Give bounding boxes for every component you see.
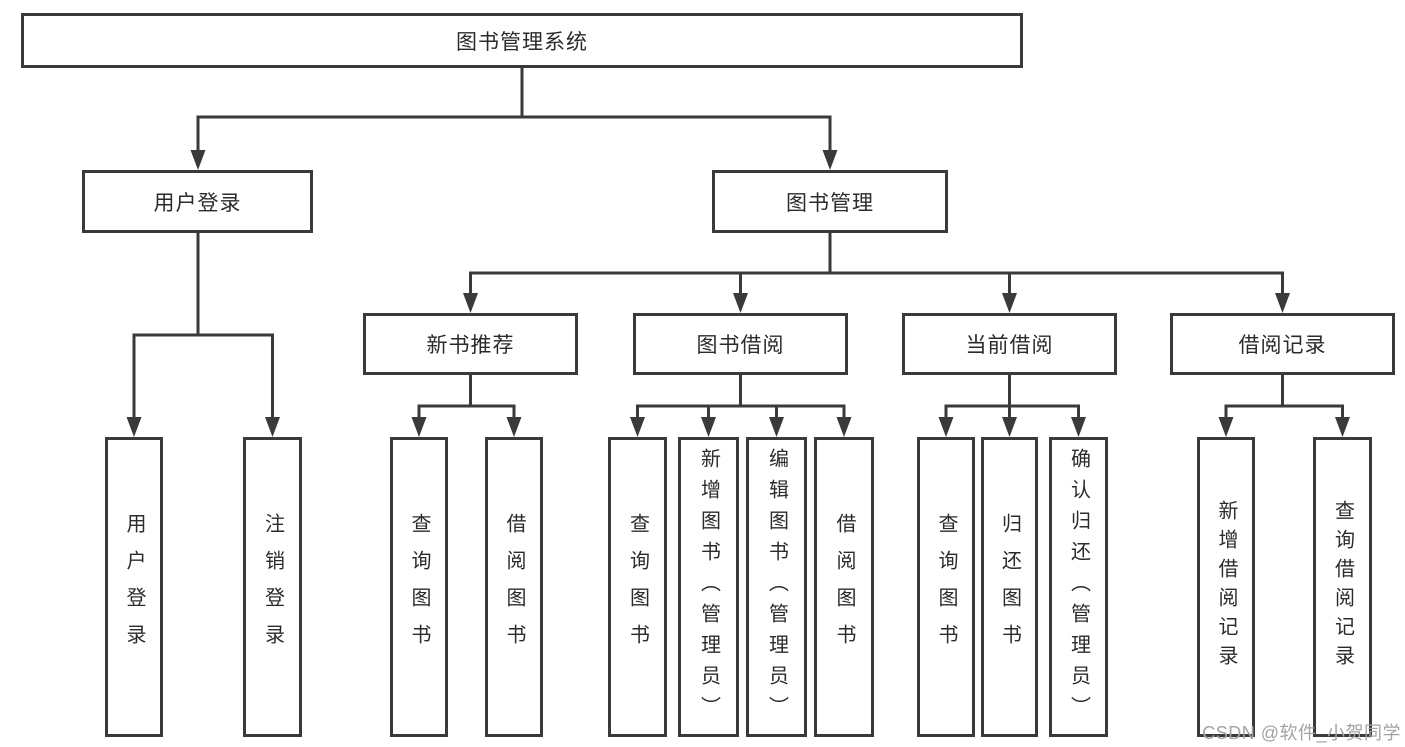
leaf-search-borrow-record-label: 查询借阅记录 [1331,500,1354,674]
node-book-management-label: 图书管理 [786,191,874,215]
leaf-search-books-recommend: 查询图书 [390,437,448,737]
node-current-borrowing-label: 当前借阅 [965,334,1054,357]
node-borrowing-records-label: 借阅记录 [1238,334,1327,357]
leaf-search-borrow-record: 查询借阅记录 [1313,437,1372,737]
node-book-management: 图书管理 [712,170,948,233]
leaf-logout-label: 注销登录 [261,513,284,661]
leaf-logout: 注销登录 [243,437,302,737]
leaf-return-books: 归还图书 [981,437,1038,737]
node-borrowing-records: 借阅记录 [1170,313,1395,375]
leaf-confirm-return-admin-label: 确认归还（管理员） [1067,447,1090,727]
leaf-add-borrow-record-label: 新增借阅记录 [1215,500,1237,674]
node-user-login: 用户登录 [82,170,313,233]
leaf-confirm-return-admin: 确认归还（管理员） [1049,437,1108,737]
leaf-search-books-borrowing: 查询图书 [608,437,667,737]
leaf-add-books-admin: 新增图书（管理员） [678,437,739,737]
leaf-search-books-borrowing-label: 查询图书 [626,513,649,661]
node-library-management-system-label: 图书管理系统 [456,30,588,54]
leaf-borrow-books: 借阅图书 [814,437,874,737]
leaf-search-books-recommend-label: 查询图书 [408,513,430,661]
node-new-book-recommendation-label: 新书推荐 [426,334,515,357]
leaf-edit-books-admin: 编辑图书（管理员） [746,437,807,737]
leaf-add-books-admin-label: 新增图书（管理员） [697,447,720,727]
node-user-login-label: 用户登录 [153,191,242,215]
leaf-search-books-current-label: 查询图书 [935,513,957,661]
leaf-search-books-current: 查询图书 [917,437,975,737]
leaf-edit-books-admin-label: 编辑图书（管理员） [765,447,788,727]
leaf-user-login-label: 用户登录 [123,513,145,661]
node-book-borrowing: 图书借阅 [633,313,848,375]
leaf-user-login: 用户登录 [105,437,163,737]
csdn-watermark: CSDN @软件_小贺同学 [1202,723,1401,743]
node-book-borrowing-label: 图书借阅 [696,334,785,357]
leaf-borrow-books-label: 借阅图书 [833,513,855,661]
leaf-add-borrow-record: 新增借阅记录 [1197,437,1255,737]
leaf-borrow-books-recommend-label: 借阅图书 [503,513,525,661]
node-new-book-recommendation: 新书推荐 [363,313,578,375]
node-library-management-system: 图书管理系统 [21,13,1023,68]
leaf-borrow-books-recommend: 借阅图书 [485,437,543,737]
leaf-return-books-label: 归还图书 [998,513,1021,661]
node-current-borrowing: 当前借阅 [902,313,1117,375]
